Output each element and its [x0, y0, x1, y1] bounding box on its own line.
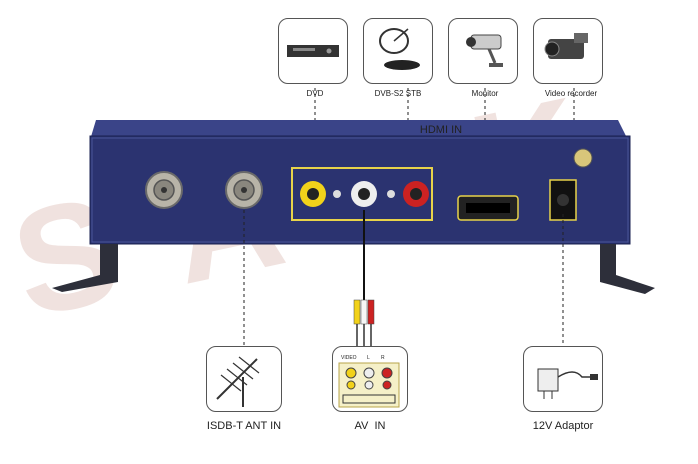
dvd-player-icon — [287, 45, 339, 57]
av-video-text: VIDEO — [341, 355, 357, 361]
video-recorder-label: Video recorder — [544, 89, 598, 98]
av-in-label: AV IN — [354, 420, 386, 432]
adaptor-label: 12V Adaptor — [532, 420, 594, 432]
adaptor-box — [523, 346, 603, 412]
power-adaptor-icon — [537, 368, 598, 399]
stb-label: DVB-S2 STB — [374, 89, 422, 98]
antenna-box — [206, 346, 282, 412]
dvd-box — [278, 18, 348, 84]
av-cable-icon — [338, 362, 400, 408]
monitor-box — [448, 18, 518, 84]
screw-icon — [573, 148, 593, 168]
satellite-dish-icon — [379, 28, 420, 70]
hdmi-port — [457, 195, 519, 221]
rca-white-jack — [351, 181, 377, 207]
bottom-connection-lines — [243, 210, 564, 346]
antenna-icon — [216, 356, 260, 407]
recorder-box — [533, 18, 603, 84]
camcorder-icon — [544, 33, 588, 59]
antenna-connector-2 — [225, 171, 263, 209]
isdb-ant-label: ISDB-T ANT IN — [206, 420, 282, 432]
rca-yellow-jack — [300, 181, 326, 207]
av-cable — [353, 210, 375, 346]
dvd-label: DVD — [306, 89, 324, 98]
security-camera-icon — [466, 34, 503, 67]
monitor-label: Monitor — [471, 89, 499, 98]
rca-panel-outline — [291, 167, 433, 221]
rca-red-jack — [403, 181, 429, 207]
antenna-connector-1 — [145, 171, 183, 209]
hdmi-in-label: HDMI IN — [419, 124, 463, 136]
stb-box — [363, 18, 433, 84]
av-r-text: R — [381, 355, 385, 361]
power-jack — [549, 179, 577, 221]
av-box: VIDEO L R — [332, 346, 408, 412]
av-l-text: L — [367, 355, 370, 361]
